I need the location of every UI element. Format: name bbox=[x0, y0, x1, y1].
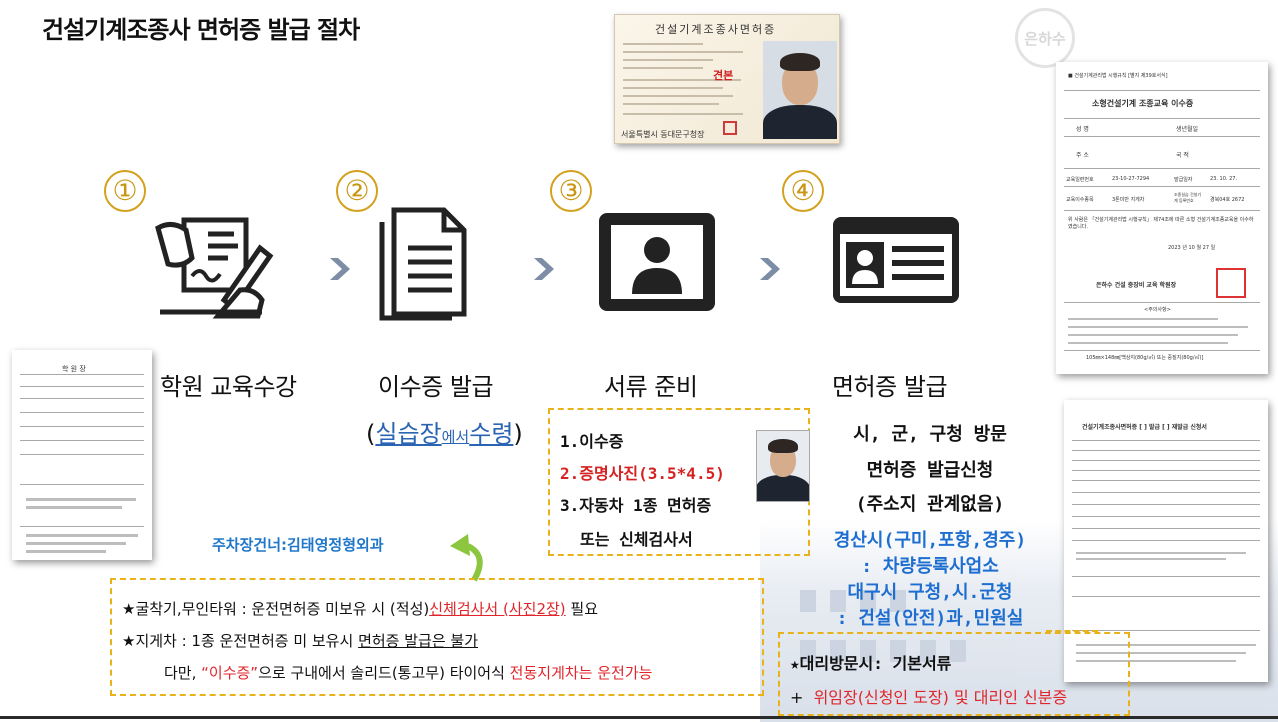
seal-icon bbox=[723, 121, 737, 135]
step-label-3: 서류 준비 bbox=[604, 373, 698, 401]
license-application-thumbnail: 건설기계조종사면허증 [ ] 발급 [ ] 재발급 신청서 bbox=[1064, 400, 1268, 682]
proxy-basic-docs: ★대리방문시: 기본서류 bbox=[790, 654, 952, 673]
id-photo bbox=[756, 430, 810, 502]
leader-line bbox=[1046, 630, 1098, 632]
step-label-4: 면허증 발급 bbox=[832, 373, 948, 401]
license-heading: 건설기계조종사면허증 bbox=[655, 23, 777, 36]
chevron-right-icon bbox=[330, 258, 350, 280]
proxy-extra-docs: + 위임장(신청인 도장) 및 대리인 신분증 bbox=[790, 688, 1068, 707]
parking-note: 주차장건너:김태영정형외과 bbox=[212, 536, 384, 554]
step-label-2: 이수증 발급 bbox=[378, 373, 494, 401]
step3-documents-box: 1.이수증 2.증명사진(3.5*4.5) 3.자동차 1종 면허증 또는 신체… bbox=[548, 408, 810, 556]
step4-visit: 시, 군, 구청 방문 bbox=[853, 424, 1007, 445]
gyeongsan-offices: 경산시(구미,포항,경주) bbox=[833, 530, 1027, 551]
photo-id-icon bbox=[599, 213, 715, 311]
bottom-divider bbox=[0, 716, 1278, 719]
excavator-note: ★굴착기,무인타워 : 운전면허증 미보유 시 (적성)신체검사서 (사진2장)… bbox=[122, 600, 599, 618]
completion-certificate-thumbnail: ■ 건설기계관리법 시행규칙 [별지 제39호서식] 소형건설기계 조종교육 이… bbox=[1056, 62, 1268, 374]
step-number-1: ① bbox=[104, 170, 146, 212]
page-title: 건설기계조종사 면허증 발급 절차 bbox=[42, 16, 360, 44]
license-card-icon bbox=[833, 217, 959, 303]
curved-arrow-icon bbox=[450, 534, 483, 582]
step-number-4: ④ bbox=[782, 170, 824, 212]
chevron-right-icon bbox=[534, 258, 554, 280]
step-number-2: ② bbox=[336, 170, 378, 212]
doc-item-2: 2.증명사진(3.5*4.5) bbox=[560, 464, 725, 483]
step-label-1: 학원 교육수강 bbox=[160, 373, 297, 401]
step4-address-note: (주소지 관계없음) bbox=[855, 494, 1005, 515]
copy-mark: 견본 bbox=[713, 69, 734, 82]
chevron-right-icon bbox=[760, 258, 780, 280]
daegu-dept: : 건설(안전)과,민원실 bbox=[836, 608, 1024, 629]
document-icon bbox=[379, 207, 467, 321]
doc-item-3-alt: 또는 신체검사서 bbox=[580, 530, 693, 549]
enrollment-form-thumbnail: 학 원 장 bbox=[12, 350, 152, 560]
doc-item-3: 3.자동차 1종 면허증 bbox=[560, 496, 712, 515]
watermark-seal: 은하수 bbox=[1015, 8, 1075, 68]
gyeongsan-dept: : 차량등록사업소 bbox=[861, 556, 999, 577]
license-card-sample: 건설기계조종사면허증 견본 서울특별시 동대문구청장 bbox=[614, 14, 840, 144]
contract-signing-icon bbox=[155, 217, 274, 319]
doc-item-1: 1.이수증 bbox=[560, 432, 624, 451]
daegu-offices: 대구시 구청,시.군청 bbox=[847, 582, 1013, 603]
forklift-exception: 다만, “이수증”으로 구내에서 솔리드(통고무) 타이어식 전동지게차는 운전… bbox=[164, 664, 653, 682]
step4-apply: 면허증 발급신청 bbox=[866, 460, 994, 481]
license-footer: 서울특별시 동대문구청장 bbox=[621, 130, 705, 139]
step-number-3: ③ bbox=[550, 170, 592, 212]
seal-icon bbox=[1216, 268, 1246, 298]
proxy-visit-box: ★대리방문시: 기본서류 + 위임장(신청인 도장) 및 대리인 신분증 bbox=[778, 632, 1130, 716]
forklift-note: ★지게차 : 1종 운전면허증 미 보유시 면허증 발급은 불가 bbox=[122, 632, 478, 650]
step2-pickup-note: (실습장에서수령) bbox=[366, 420, 523, 448]
license-photo bbox=[763, 41, 837, 139]
special-cases-box: ★굴착기,무인타워 : 운전면허증 미보유 시 (적성)신체검사서 (사진2장)… bbox=[110, 578, 764, 696]
